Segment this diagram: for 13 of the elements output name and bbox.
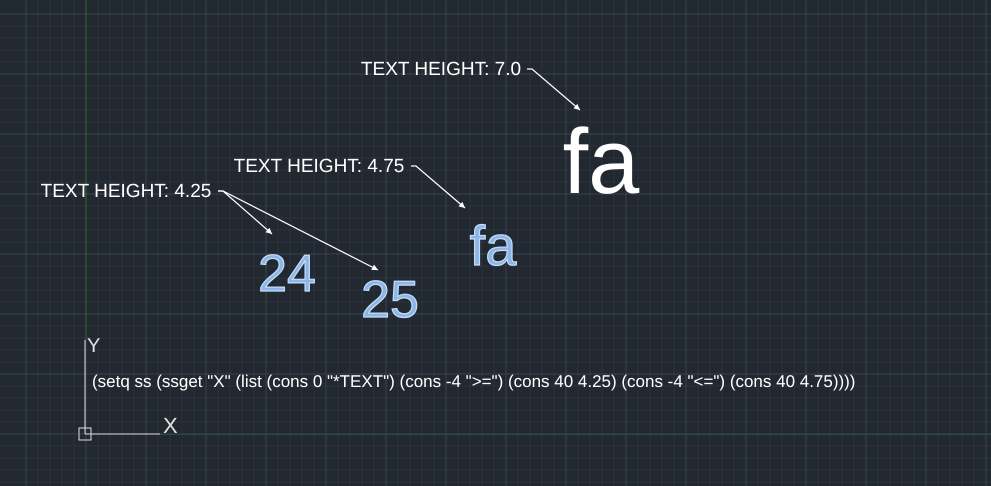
leader-text: TEXT HEIGHT: 4.75 [228, 156, 410, 176]
selected-text: fa [462, 208, 524, 274]
leader-arrow [527, 68, 580, 110]
command-line-text: (setq ss (ssget "X" (list (cons 0 "*TEXT") (cons -4 ">=") (cons 40 4.25) (cons -4 "<=") (cons 40 4.75)))) [92, 373, 856, 390]
selected-text: 24 [254, 234, 320, 300]
leader-text: TEXT HEIGHT: 4.25 [35, 181, 217, 201]
large-text: fa [560, 110, 642, 208]
axis-label: Y [87, 336, 100, 356]
leader-arrow [411, 165, 466, 208]
axis-label: X [163, 415, 178, 437]
selected-text: 25 [356, 270, 424, 326]
leader-arrow [218, 190, 378, 271]
leader-text: TEXT HEIGHT: 7.0 [356, 59, 526, 79]
